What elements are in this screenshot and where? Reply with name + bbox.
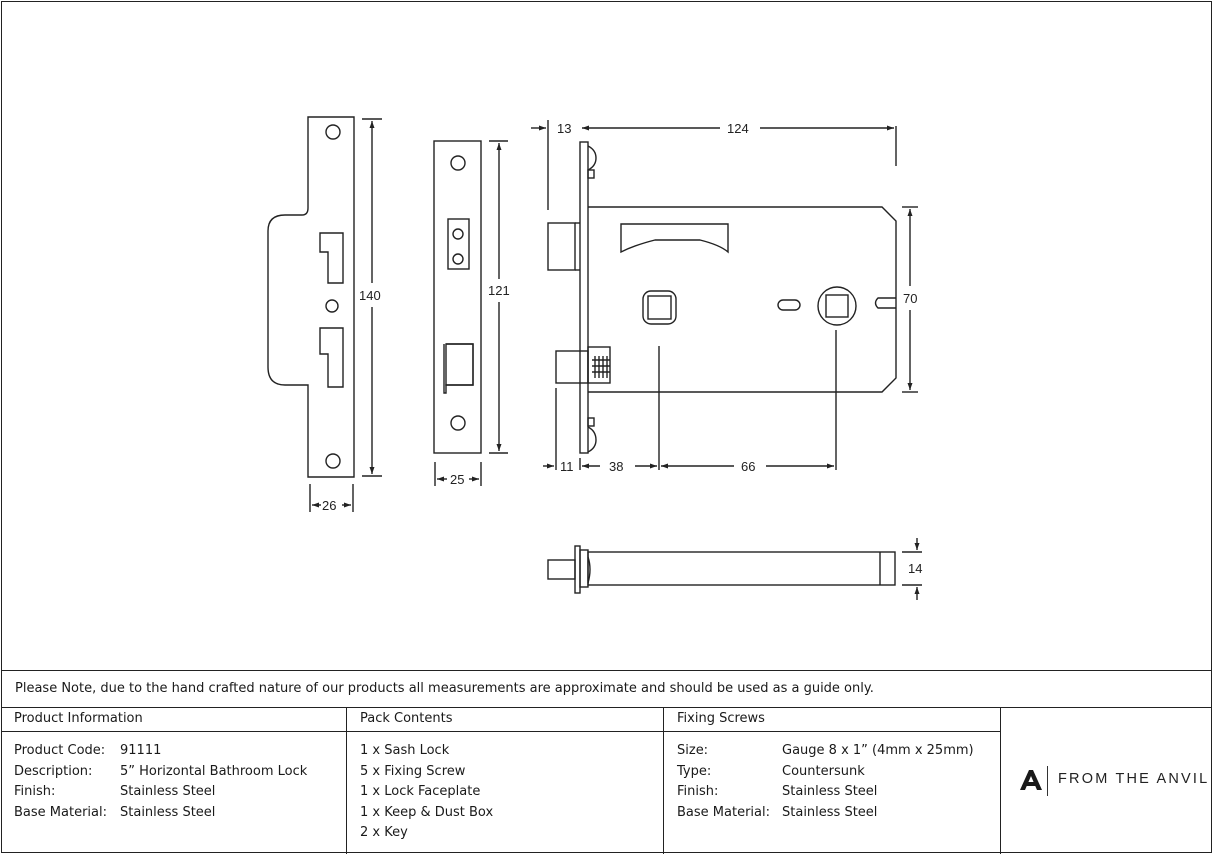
pack-contents-section: Pack Contents 1 x Sash Lock 5 x Fixing S…: [347, 708, 664, 854]
dim-backset-11: 11: [560, 459, 574, 474]
logo-divider: [1047, 766, 1048, 796]
screw-type-row: Type:Countersunk: [677, 763, 865, 779]
product-code-row: Product Code:91111: [14, 743, 162, 758]
screw-base-material-row: Base Material:Stainless Steel: [677, 804, 878, 820]
fixing-screws-heading: Fixing Screws: [664, 708, 1000, 732]
dim-faceplate-height: 121: [488, 283, 510, 298]
screw-finish-row: Finish:Stainless Steel: [677, 784, 878, 800]
brand-name: FROM THE ANVIL: [1058, 771, 1210, 787]
pack-item: 2 x Key: [360, 825, 408, 841]
pack-item: 1 x Keep & Dust Box: [360, 804, 494, 820]
product-info-table: Product Information Product Code:91111 D…: [1, 707, 1212, 854]
lock-side-view: [547, 545, 896, 594]
dim-backset-38: 38: [609, 459, 623, 474]
finish-row: Finish:Stainless Steel: [14, 784, 216, 800]
product-information-section: Product Information Product Code:91111 D…: [1, 708, 347, 854]
dim-keep-width: 26: [322, 498, 336, 513]
dim-faceplate-width: 25: [450, 472, 464, 487]
brand-logo: FROM THE ANVIL: [1001, 708, 1212, 854]
pack-item: 5 x Fixing Screw: [360, 763, 466, 779]
dim-centres-66: 66: [741, 459, 755, 474]
description-row: Description:5” Horizontal Bathroom Lock: [14, 763, 308, 779]
anvil-logo-icon: [1020, 770, 1042, 790]
product-information-heading: Product Information: [1, 708, 346, 732]
dim-keep-height: 140: [359, 288, 381, 303]
technical-drawing: 140 26 121 25 13 124 70 11 38 66 14: [267, 116, 922, 600]
pack-item: 1 x Lock Faceplate: [360, 784, 481, 800]
screw-size-row: Size:Gauge 8 x 1” (4mm x 25mm): [677, 743, 974, 758]
keep-plate: [267, 116, 355, 478]
dim-faceplate-offset: 13: [557, 121, 571, 136]
pack-item: 1 x Sash Lock: [360, 743, 450, 758]
dim-case-length: 124: [727, 121, 749, 136]
lock-body: [547, 141, 897, 454]
fixing-screws-section: Fixing Screws Size:Gauge 8 x 1” (4mm x 2…: [664, 708, 1001, 854]
disclaimer-note: Please Note, due to the hand crafted nat…: [1, 670, 1212, 707]
lock-faceplate: [433, 140, 482, 454]
dim-case-height: 70: [903, 291, 917, 306]
base-material-row: Base Material:Stainless Steel: [14, 804, 216, 820]
pack-contents-heading: Pack Contents: [347, 708, 663, 732]
dim-depth-14: 14: [908, 561, 922, 576]
